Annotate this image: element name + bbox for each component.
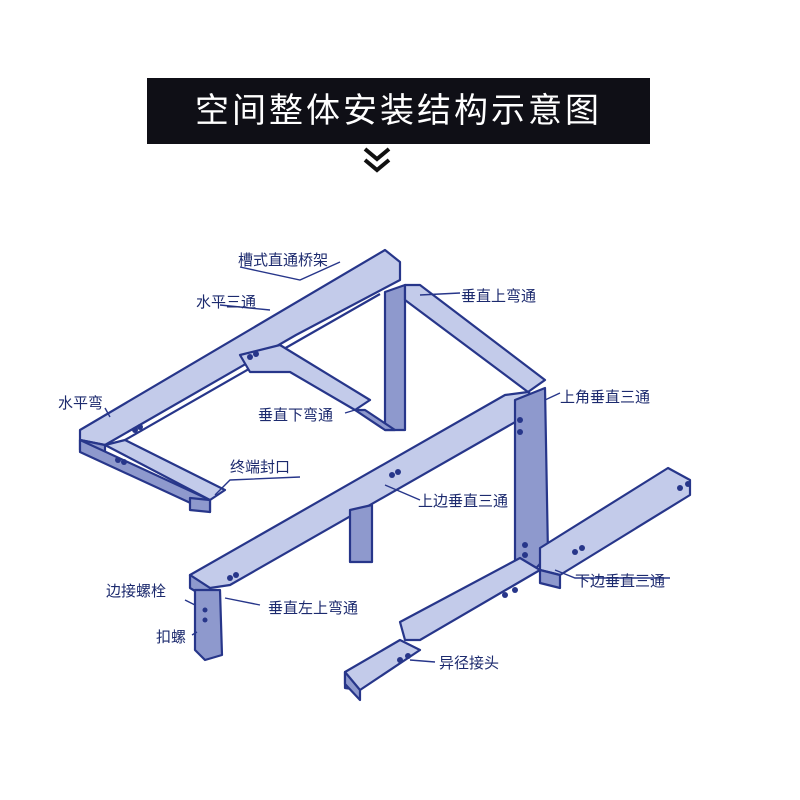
label-buckle-screw: 扣螺 [156,628,187,646]
label-reducer: 异径接头 [439,654,500,672]
label-lower-side-vertical-tee: 下边垂直三通 [575,572,666,590]
label-trough-straight: 槽式直通桥架 [238,251,329,269]
label-vertical-up-tee: 垂直上弯通 [461,287,537,305]
trough-straight-tray [78,248,402,457]
end-cap-arm [78,438,227,514]
label-horizontal-tee: 水平三通 [196,293,257,311]
double-chevron-down-icon [363,147,391,173]
label-upper-corner-vertical-tee: 上角垂直三通 [560,388,651,406]
vertical-up-tee [383,283,547,432]
vertical-left-up-tee [193,588,224,662]
label-end-cap: 终端封口 [230,458,291,476]
upper-side-vertical-tee [348,503,374,564]
horizontal-tee [238,343,372,412]
title-banner: 空间整体安装结构示意图 [147,78,650,144]
label-upper-side-vertical-tee: 上边垂直三通 [418,492,509,510]
label-vertical-down-tee: 垂直下弯通 [258,406,334,424]
label-vertical-left-up-tee: 垂直左上弯通 [268,599,359,617]
banner-title: 空间整体安装结构示意图 [195,91,602,131]
label-side-bolt: 边接螺栓 [106,582,167,600]
reducer [343,556,542,702]
label-horizontal-bend: 水平弯 [58,394,104,412]
